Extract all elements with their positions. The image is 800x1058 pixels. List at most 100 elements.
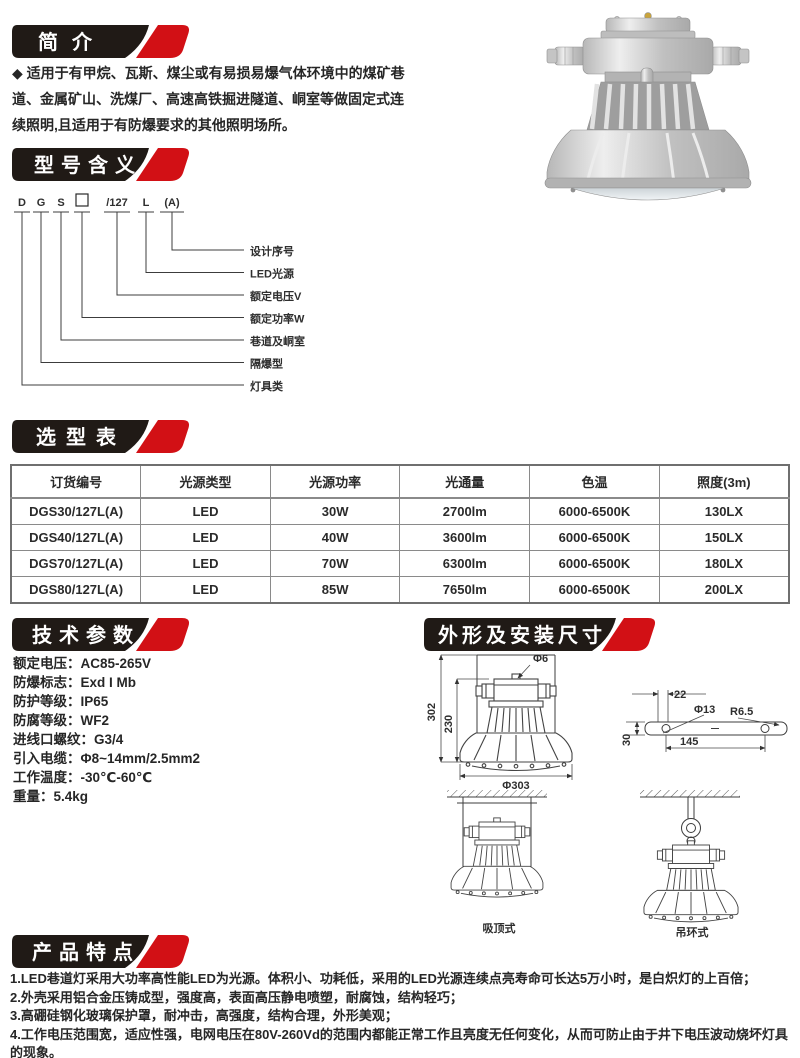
- dim-bar-width: 30: [621, 734, 633, 746]
- banner-red-accent: [602, 618, 656, 651]
- cell: 200LX: [658, 576, 790, 604]
- cell: LED: [140, 550, 271, 577]
- cell: DGS40/127L(A): [10, 524, 142, 551]
- dimensions-section-banner: 外形及安装尺寸: [424, 618, 656, 651]
- dimensions-section-title: 外形及安装尺寸: [438, 623, 606, 647]
- tech-param: 防腐等级：WF2: [13, 711, 200, 730]
- selection-section-banner: 选型表: [12, 420, 190, 453]
- model-section-title: 型号含义: [34, 153, 142, 177]
- param-label: 防爆标志：: [13, 675, 81, 690]
- dim-slot-width: 22: [674, 689, 686, 701]
- model-label-rated-power: 额定功率W: [250, 312, 305, 326]
- tech-param: 工作温度：-30℃-60℃: [13, 768, 200, 787]
- param-label: 额定电压：: [13, 656, 81, 671]
- cell: 85W: [269, 576, 401, 604]
- cell: 6000-6500K: [529, 497, 660, 525]
- feature-item: 1.LED巷道灯采用大功率高性能LED为光源。体积小、功耗低，采用的LED光源连…: [10, 971, 757, 986]
- banner-red-accent: [136, 420, 190, 453]
- cell: DGS70/127L(A): [10, 550, 142, 577]
- dim-body-height: 230: [443, 715, 455, 733]
- model-label-rated-voltage: 额定电压V: [250, 289, 302, 303]
- cell: 70W: [269, 550, 401, 577]
- dim-top-hole: Φ6: [533, 653, 548, 665]
- dim-diameter: Φ303: [502, 780, 529, 790]
- tech-param: 防护等级：IP65: [13, 692, 200, 711]
- banner-black-shape: [12, 25, 149, 58]
- selection-table: 订货编号 光源类型 光源功率 光通量 色温 照度(3m) DGS30/127L(…: [10, 464, 790, 604]
- cell: 150LX: [658, 524, 790, 551]
- model-section-banner: 型号含义: [12, 148, 190, 181]
- banner-black-shape: [12, 618, 149, 651]
- banner-black-shape: [12, 148, 149, 181]
- model-label-design-serial: 设计序号: [250, 244, 294, 258]
- param-label: 防腐等级：: [13, 713, 81, 728]
- param-label: 防护等级：: [13, 694, 81, 709]
- tech-params-list: 额定电压：AC85-265V 防爆标志：Exd I Mb 防护等级：IP65 防…: [13, 654, 200, 806]
- code-char-d: D: [18, 197, 26, 209]
- cable-gland-right: [710, 46, 742, 66]
- param-value: AC85-265V: [80, 656, 152, 671]
- col-illuminance: 照度(3m): [658, 464, 790, 499]
- cell: 40W: [269, 524, 401, 551]
- tech-param: 防爆标志：Exd I Mb: [13, 673, 200, 692]
- dim-hole-spacing: 145: [680, 736, 698, 748]
- intro-section-title: 简介: [38, 30, 106, 54]
- cell: 7650lm: [399, 576, 531, 604]
- tech-param: 进线口螺纹：G3/4: [13, 730, 200, 749]
- banner-red-accent: [136, 935, 190, 968]
- param-label: 重量：: [13, 789, 54, 804]
- features-list: 1.LED巷道灯采用大功率高性能LED为光源。体积小、功耗低，采用的LED光源连…: [10, 970, 794, 1058]
- cell: 6300lm: [399, 550, 531, 577]
- code-voltage: /127: [106, 197, 127, 209]
- param-label: 进线口螺纹：: [13, 732, 94, 747]
- bracket-drawing: 22 Φ13 R6.5 145 30: [621, 689, 788, 752]
- col-source-power: 光源功率: [269, 464, 401, 499]
- param-value: -30℃-60℃: [80, 770, 153, 785]
- dim-total-height: 302: [426, 703, 438, 721]
- model-code-diagram: D G S /127 L (A) 设计序号 LED光源 额定电压V 额定功率W …: [14, 193, 305, 393]
- cell: LED: [140, 576, 271, 604]
- col-source-type: 光源类型: [140, 464, 271, 499]
- tech-section-banner: 技术参数: [12, 618, 190, 651]
- param-value: Exd I Mb: [80, 675, 137, 690]
- banner-black-shape: [424, 618, 616, 651]
- tech-param: 引入电缆：Φ8~14mm/2.5mm2: [13, 749, 200, 768]
- param-label: 工作温度：: [13, 770, 81, 785]
- dim-corner-radius: R6.5: [730, 706, 753, 718]
- cell: 2700lm: [399, 497, 531, 525]
- selection-table-header-row: 订货编号 光源类型 光源功率 光通量 色温 照度(3m): [10, 464, 790, 499]
- code-char-s: S: [57, 197, 64, 209]
- col-color-temp: 色温: [529, 464, 660, 499]
- model-label-roadway: 巷道及峒室: [249, 334, 305, 348]
- mounting-diagrams: 吸顶式 吊环式: [447, 790, 740, 939]
- features-section-banner: 产品特点: [12, 935, 190, 968]
- code-char-g: G: [37, 197, 46, 209]
- banner-red-accent: [136, 618, 190, 651]
- param-value: WF2: [80, 713, 110, 728]
- banner-red-accent: [136, 148, 190, 181]
- param-value: 5.4kg: [53, 789, 89, 804]
- cell: 6000-6500K: [529, 550, 660, 577]
- param-value: Φ8~14mm/2.5mm2: [80, 751, 201, 766]
- model-label-led-source: LED光源: [250, 267, 294, 281]
- cell: LED: [140, 497, 271, 525]
- ring-mount-label: 吊环式: [676, 925, 709, 939]
- cell: LED: [140, 524, 271, 551]
- cell: 6000-6500K: [529, 524, 660, 551]
- cell: 130LX: [658, 497, 790, 525]
- cell: 180LX: [658, 550, 790, 577]
- tech-param: 额定电压：AC85-265V: [13, 654, 200, 673]
- param-value: G3/4: [94, 732, 124, 747]
- col-luminous-flux: 光通量: [399, 464, 531, 499]
- intro-body-text: ◆ 适用于有甲烷、瓦斯、煤尘或有易损易爆气体环境中的煤矿巷道、金属矿山、洗煤厂、…: [12, 65, 405, 133]
- col-order-no: 订货编号: [10, 464, 142, 499]
- hanging-ring: [681, 818, 701, 838]
- ceiling-mount-label: 吸顶式: [483, 921, 516, 935]
- front-view-drawing: 302 230 Φ6 Φ303: [426, 653, 573, 790]
- model-label-flameproof: 隔爆型: [250, 357, 283, 371]
- cell: 30W: [269, 497, 401, 525]
- tech-param: 重量：5.4kg: [13, 787, 200, 806]
